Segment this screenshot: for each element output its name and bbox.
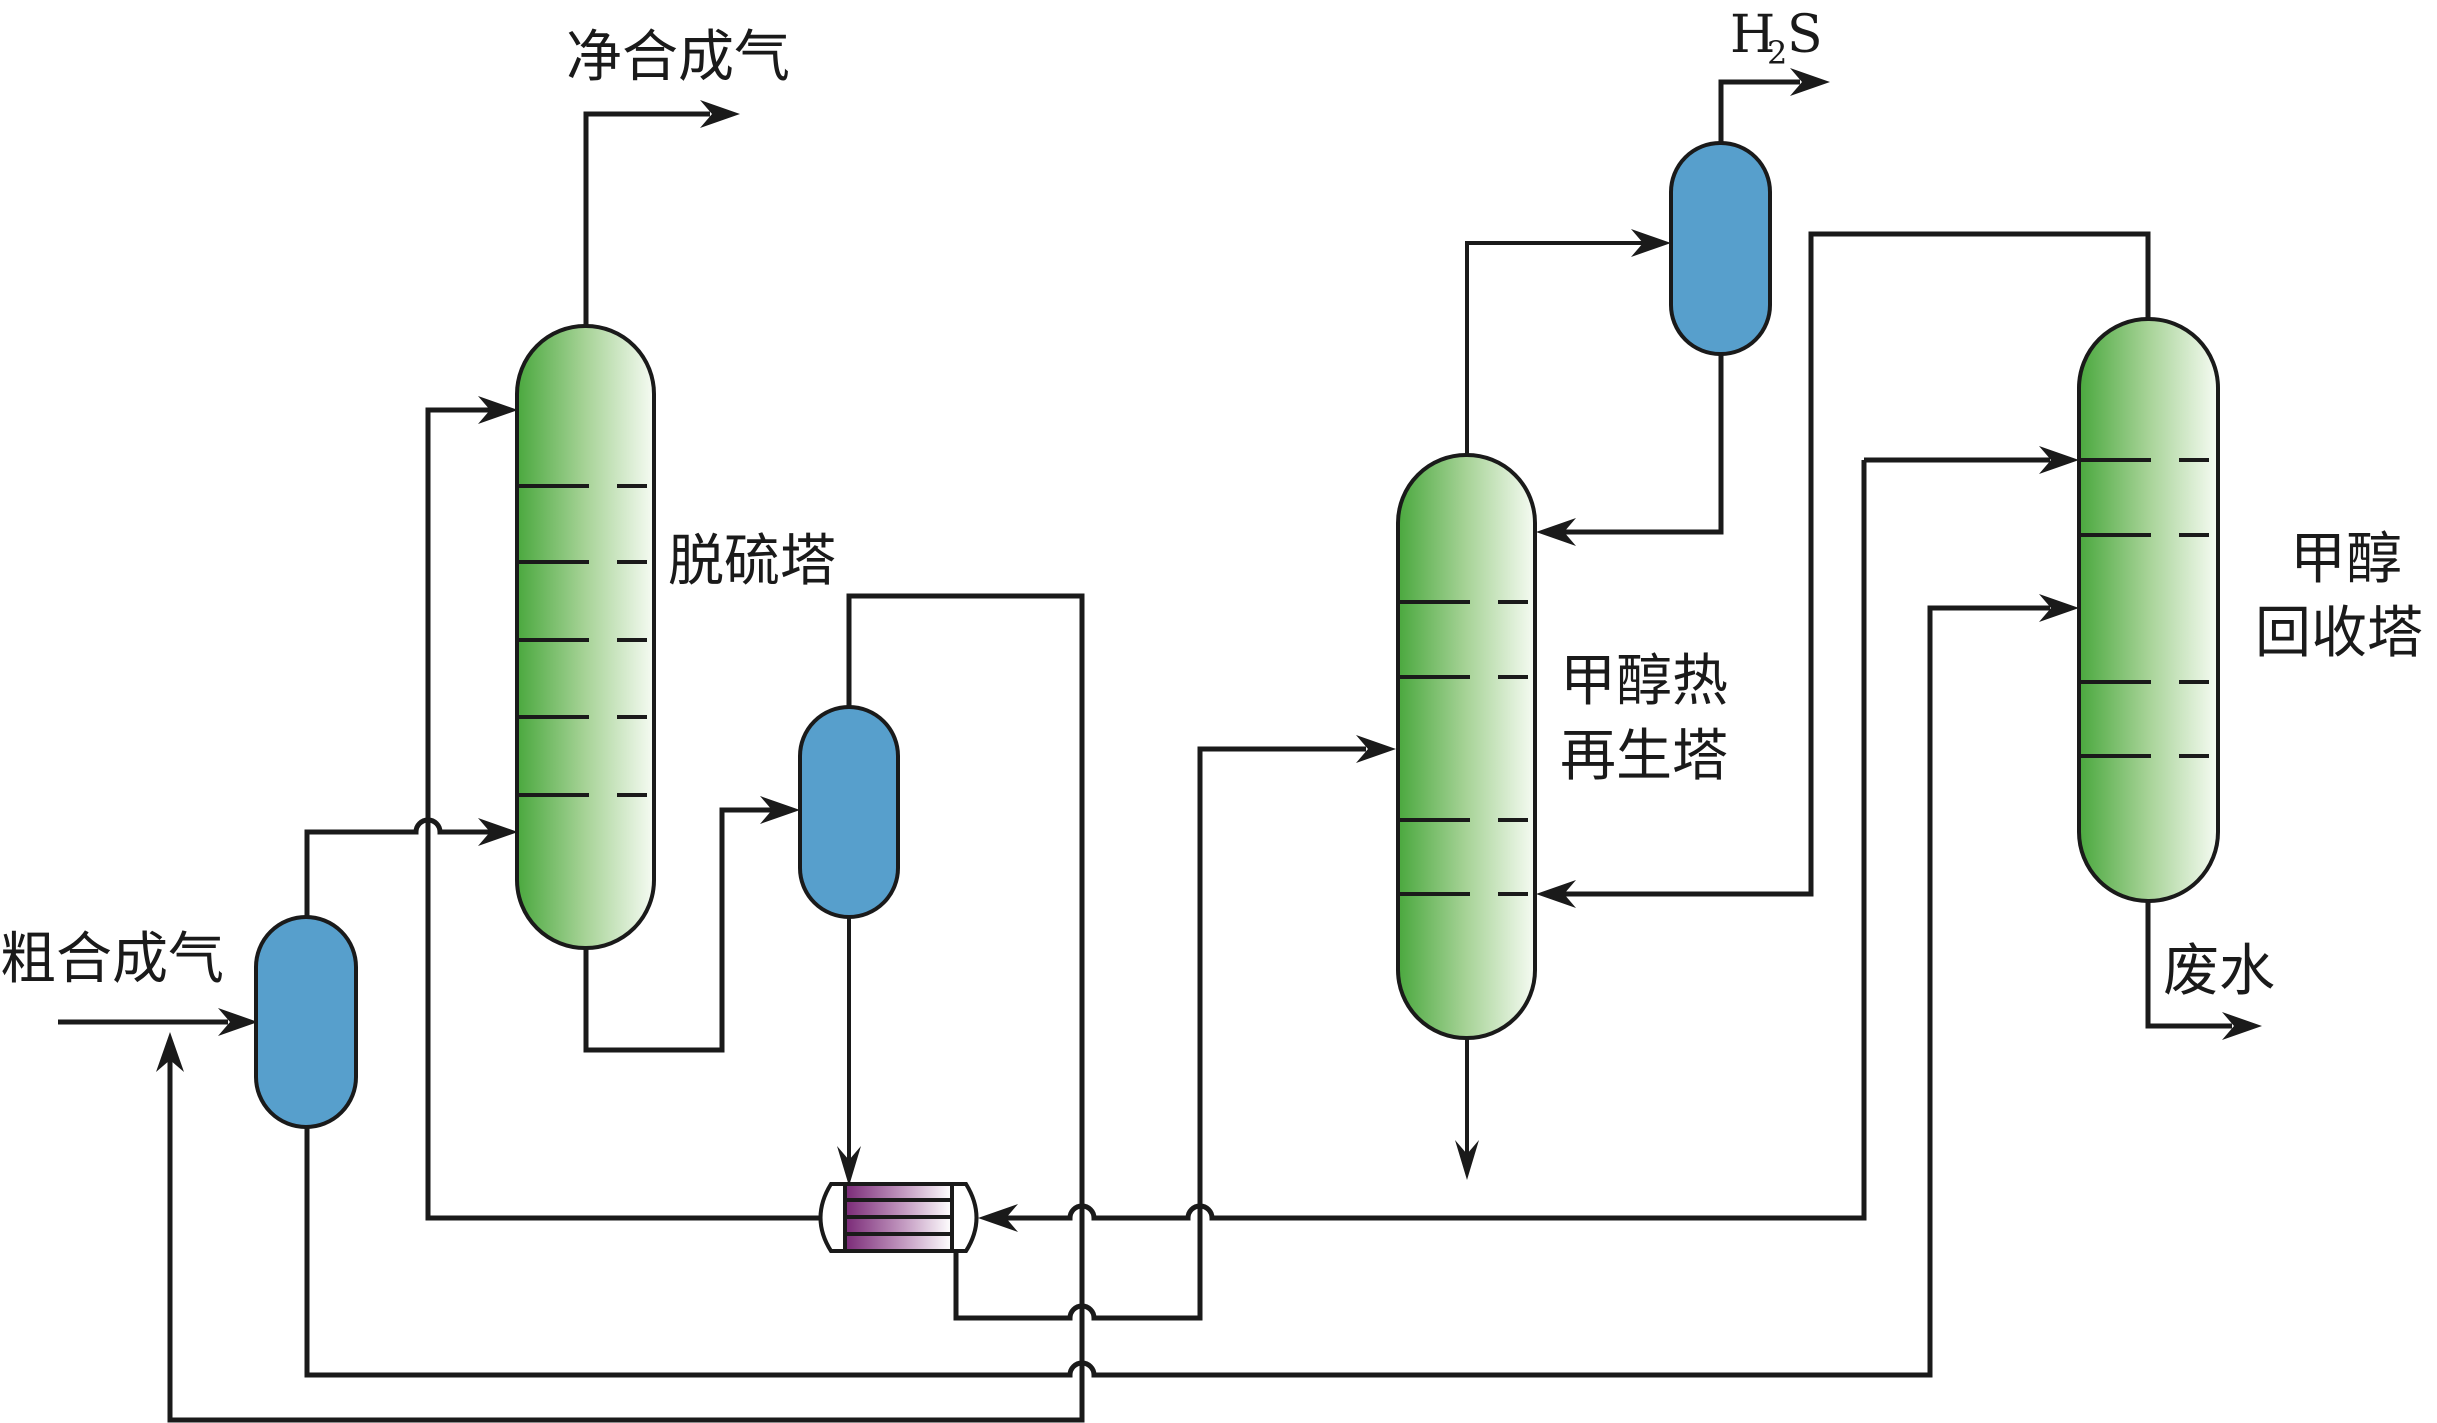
pipes xyxy=(58,68,2262,1423)
pipe-tower-bottom-to-flash xyxy=(583,807,772,1053)
pipe-lean-header-to-exchanger xyxy=(1006,460,1867,1221)
arrow-regen-bottom xyxy=(1455,1140,1479,1180)
label-clean-syngas: 净合成气 xyxy=(566,25,790,90)
label-waste-water: 废水 xyxy=(2163,939,2275,1004)
exchanger-right-head xyxy=(950,1182,979,1253)
tower-body xyxy=(2077,317,2220,903)
label-h2s-h: H xyxy=(1730,5,1775,65)
label-h2s-subscript: 2 xyxy=(1767,34,1787,72)
pipe-exchanger-to-regen xyxy=(953,746,1366,1321)
pipe-lean-methanol-feed xyxy=(425,407,821,1221)
methanol-recovery-tower[interactable] xyxy=(2077,317,2220,903)
arrow-h2s-outlet xyxy=(1790,68,1830,96)
tower-body xyxy=(515,324,656,950)
pipe-separator-to-tower xyxy=(304,817,490,917)
label-h2s: H 2 S xyxy=(1730,5,1823,72)
arrow-recovery-to-regen xyxy=(1536,880,1576,908)
pipe-flash-overhead xyxy=(167,593,1085,1423)
tower-body xyxy=(1396,453,1537,1040)
arrow-to-h2s-separator xyxy=(1631,229,1671,257)
arrow-recycle-to-inlet xyxy=(156,1032,184,1072)
arrow-reflux-to-regen xyxy=(1536,518,1576,546)
label-regen-tower-line1: 甲醇热 xyxy=(1560,649,1728,714)
label-h2s-s: S xyxy=(1787,5,1823,65)
arrow-flash-to-exchanger xyxy=(837,1146,861,1186)
pipe-separator-bottom-to-recovery xyxy=(304,605,2050,1378)
flash-drum[interactable] xyxy=(798,705,900,919)
arrow-lean-methanol-feed xyxy=(478,396,518,424)
exchanger-left-head xyxy=(818,1182,847,1253)
arrow-to-recovery-upper xyxy=(2039,446,2079,474)
arrow-to-flash-drum xyxy=(760,796,800,824)
arrow-waste-water xyxy=(2222,1012,2262,1040)
raw-gas-separator[interactable] xyxy=(254,915,358,1129)
heat-exchanger[interactable] xyxy=(818,1182,979,1253)
pipe-recovery-overhead xyxy=(1564,231,2151,897)
pipe-h2s-outlet xyxy=(1718,79,1800,143)
pipe-h2s-reflux xyxy=(1564,354,1724,535)
arrow-clean-syngas xyxy=(700,100,740,128)
h2s-separator[interactable] xyxy=(1669,141,1772,356)
arrow-to-recovery-lower xyxy=(2039,594,2079,622)
label-recovery-tower-line2: 回收塔 xyxy=(2255,601,2423,666)
label-regen-tower-line2: 再生塔 xyxy=(1560,724,1728,789)
pipe-clean-syngas-outlet xyxy=(583,111,710,326)
regeneration-tower[interactable] xyxy=(1396,453,1537,1040)
label-desulfurization-tower: 脱硫塔 xyxy=(668,529,836,594)
arrow-raw-syngas-inlet xyxy=(218,1008,258,1036)
label-raw-syngas: 粗合成气 xyxy=(0,927,224,992)
pipe-waste-water xyxy=(2145,901,2232,1029)
desulfurization-tower[interactable] xyxy=(515,324,656,950)
arrow-to-exchanger xyxy=(978,1204,1018,1232)
label-recovery-tower-line1: 甲醇 xyxy=(2290,527,2402,592)
pipe-regen-overhead xyxy=(1465,241,1643,455)
arrow-separator-to-tower xyxy=(478,818,518,846)
arrow-to-regen-tower xyxy=(1356,735,1396,763)
